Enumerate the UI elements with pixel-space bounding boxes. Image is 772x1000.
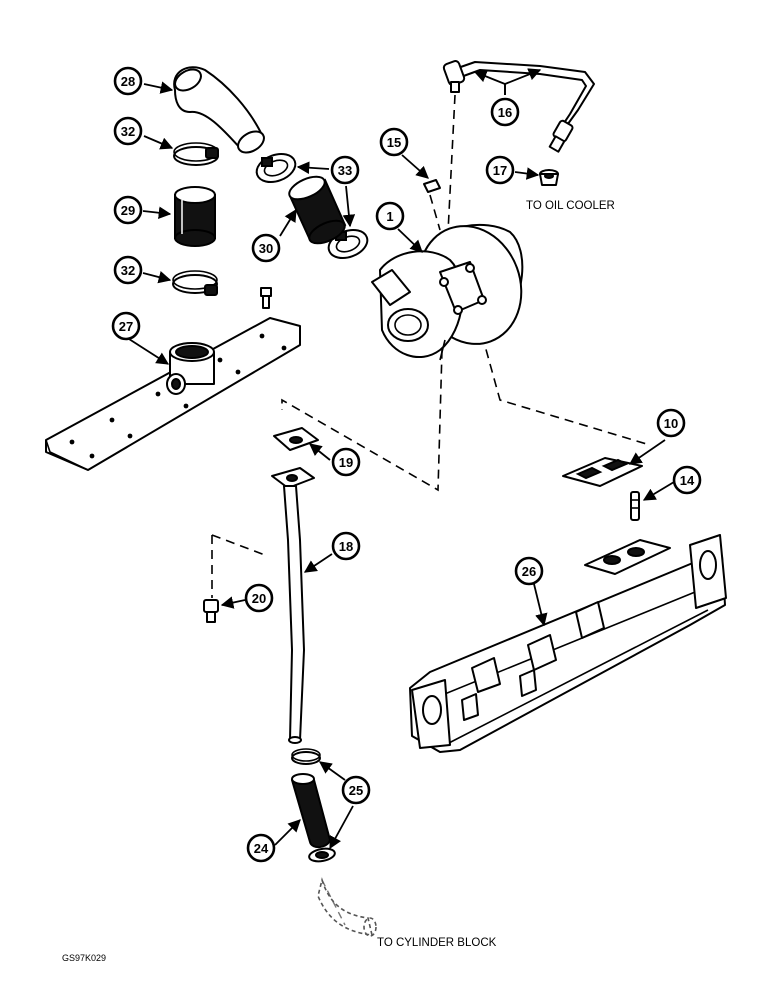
part-small-gasket [423, 179, 441, 193]
callout-25: 25 [341, 775, 371, 805]
callout-32-lower: 32 [113, 255, 143, 285]
svg-text:16: 16 [498, 105, 512, 120]
label-to-oil-cooler: TO OIL COOLER [526, 200, 615, 212]
svg-text:15: 15 [387, 135, 401, 150]
part-hose-clamp-lower [172, 270, 218, 296]
part-stud [630, 491, 640, 521]
part-black-hose-30 [288, 175, 347, 245]
callout-10: 10 [656, 408, 686, 438]
part-oil-fitting [539, 169, 559, 186]
svg-text:28: 28 [121, 74, 135, 89]
svg-text:20: 20 [252, 591, 266, 606]
assembly-dashed-lines [211, 94, 651, 926]
svg-text:19: 19 [339, 455, 353, 470]
part-intake-cover-plate [45, 317, 301, 471]
label-to-cylinder-block: TO CYLINDER BLOCK [377, 937, 497, 949]
callout-16: 16 [490, 97, 520, 127]
svg-text:33: 33 [338, 163, 352, 178]
part-oil-drain-tube [271, 467, 315, 744]
svg-text:27: 27 [119, 319, 133, 334]
part-bolt-20 [203, 599, 219, 623]
svg-text:29: 29 [121, 203, 135, 218]
svg-text:32: 32 [121, 263, 135, 278]
part-block-outlet-elbow [317, 877, 377, 937]
figure-code: GS97K029 [62, 953, 106, 963]
svg-text:17: 17 [493, 163, 507, 178]
callout-26: 26 [514, 556, 544, 586]
svg-text:1: 1 [386, 209, 393, 224]
svg-text:18: 18 [339, 539, 353, 554]
svg-text:26: 26 [522, 564, 536, 579]
svg-text:14: 14 [680, 473, 695, 488]
part-drain-hose [290, 773, 332, 848]
callout-28: 28 [113, 66, 143, 96]
callout-1: 1 [375, 201, 405, 231]
svg-text:24: 24 [254, 841, 269, 856]
part-drain-hose-clamps [291, 748, 336, 863]
callout-29: 29 [113, 195, 143, 225]
svg-text:10: 10 [664, 416, 678, 431]
leader-lines [128, 68, 675, 850]
part-drain-gasket [273, 427, 319, 451]
part-elbow-hose [173, 66, 265, 154]
part-bolt-top-plate [260, 287, 272, 309]
callout-32-upper: 32 [113, 116, 143, 146]
part-turbocharger [371, 223, 524, 361]
part-exhaust-manifold [409, 534, 727, 753]
part-black-hose-29 [174, 186, 216, 247]
callout-27: 27 [111, 311, 141, 341]
part-oil-feed-line [442, 60, 595, 153]
part-hose-clamp-upper [173, 142, 219, 166]
part-turbo-gasket [562, 457, 643, 487]
callout-20: 20 [244, 583, 274, 613]
callout-33: 33 [330, 155, 360, 185]
svg-text:25: 25 [349, 783, 363, 798]
callout-30: 30 [251, 233, 281, 263]
callout-15: 15 [379, 127, 409, 157]
callout-24: 24 [246, 833, 276, 863]
svg-text:32: 32 [121, 124, 135, 139]
callout-17: 17 [485, 155, 515, 185]
svg-text:30: 30 [259, 241, 273, 256]
callout-14: 14 [672, 465, 702, 495]
callout-19: 19 [331, 447, 361, 477]
callout-18: 18 [331, 531, 361, 561]
